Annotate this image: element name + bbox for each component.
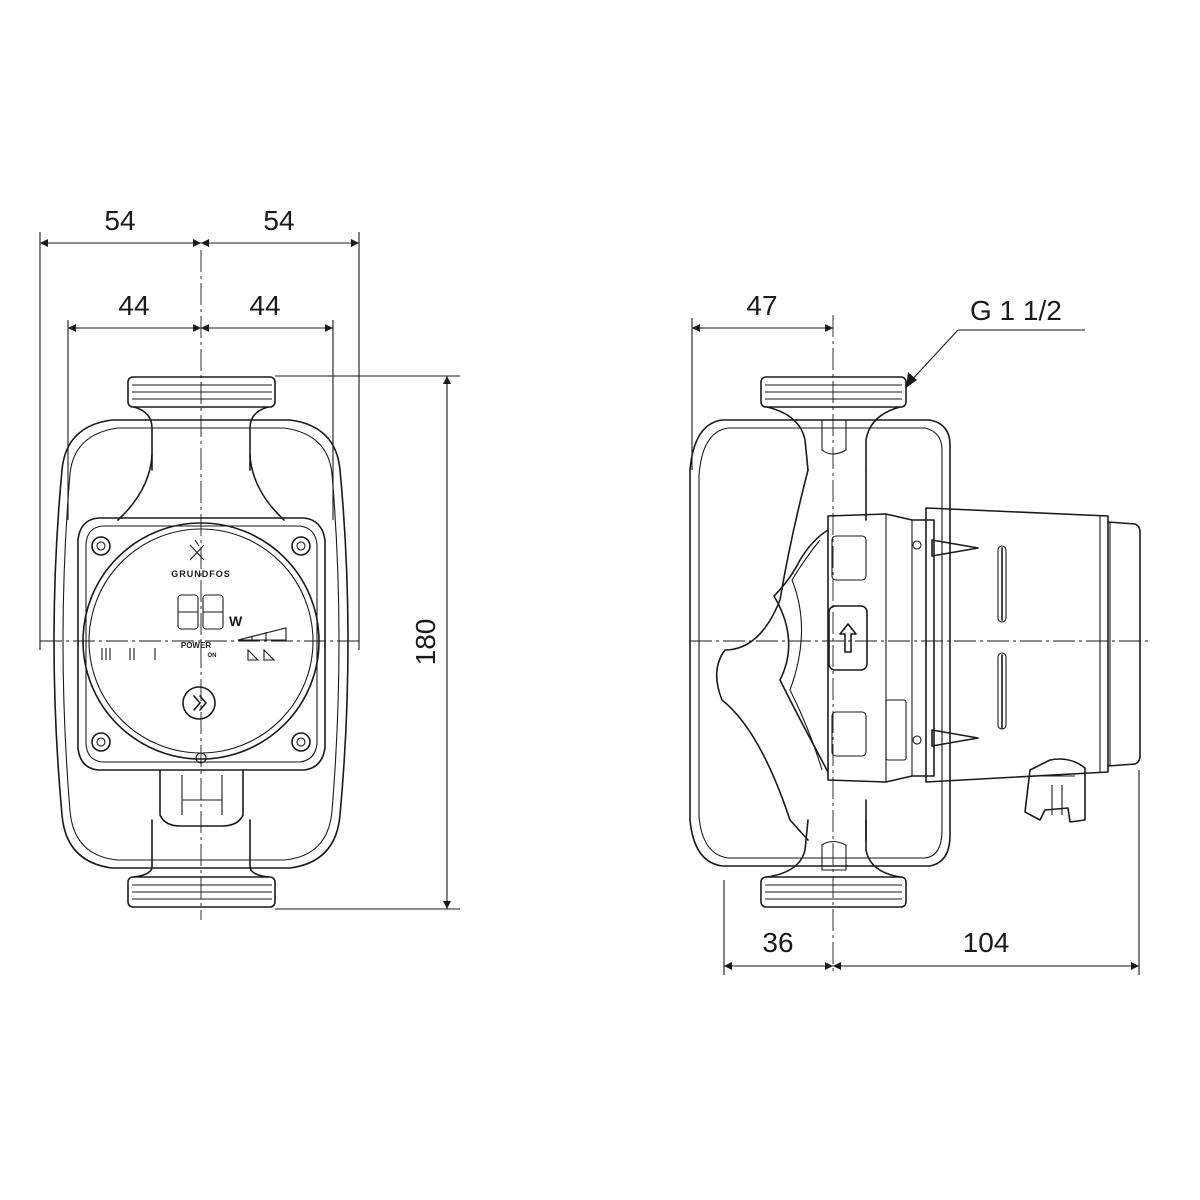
dim-top-right: 54 [263,205,294,236]
screw-icon [291,536,311,556]
front-top-thread [127,376,276,408]
flow-arrow-icon [839,623,857,653]
dim-side-top: 47 [746,290,777,321]
front-mode-button-icon [182,686,216,720]
on-label: ON [208,653,217,659]
screw-icon [291,732,311,752]
front-dimensions: 54 54 44 44 180 [39,205,460,910]
dim-mid-left: 44 [118,290,149,321]
dim-height: 180 [410,619,441,666]
curve-ramp-icon [237,627,287,641]
brand-text: GRUNDFOS [171,569,231,579]
dim-side-bottom-left: 36 [762,927,793,958]
front-control-box [77,517,326,771]
display-unit: W [229,613,243,629]
side-view [689,315,1150,975]
front-housing [53,419,349,869]
front-view: GRUNDFOS W POWER ON [40,250,362,920]
screw-icon [91,536,111,556]
side-motor [925,507,1109,783]
power-display: W [177,594,243,630]
dim-side-bottom-right: 104 [963,927,1010,958]
dim-top-left: 54 [104,205,135,236]
side-cable-bracket [1024,758,1086,823]
side-top-thread [760,376,907,408]
dim-mid-right: 44 [249,290,280,321]
side-control-box [827,513,935,783]
mode-icons [247,648,276,661]
flow-arrow-box [828,605,868,671]
screw-icon [91,732,111,752]
side-housing [689,419,951,867]
dim-thread: G 1 1/2 [970,295,1062,326]
setting-bars-icon [101,648,156,660]
front-bottom-thread [127,876,276,908]
side-dimensions: 47 G 1 1/2 36 104 [691,290,1140,975]
side-bottom-thread [760,876,907,908]
grundfos-logo-icon: GRUNDFOS [171,539,231,579]
power-label: POWER [181,641,211,650]
